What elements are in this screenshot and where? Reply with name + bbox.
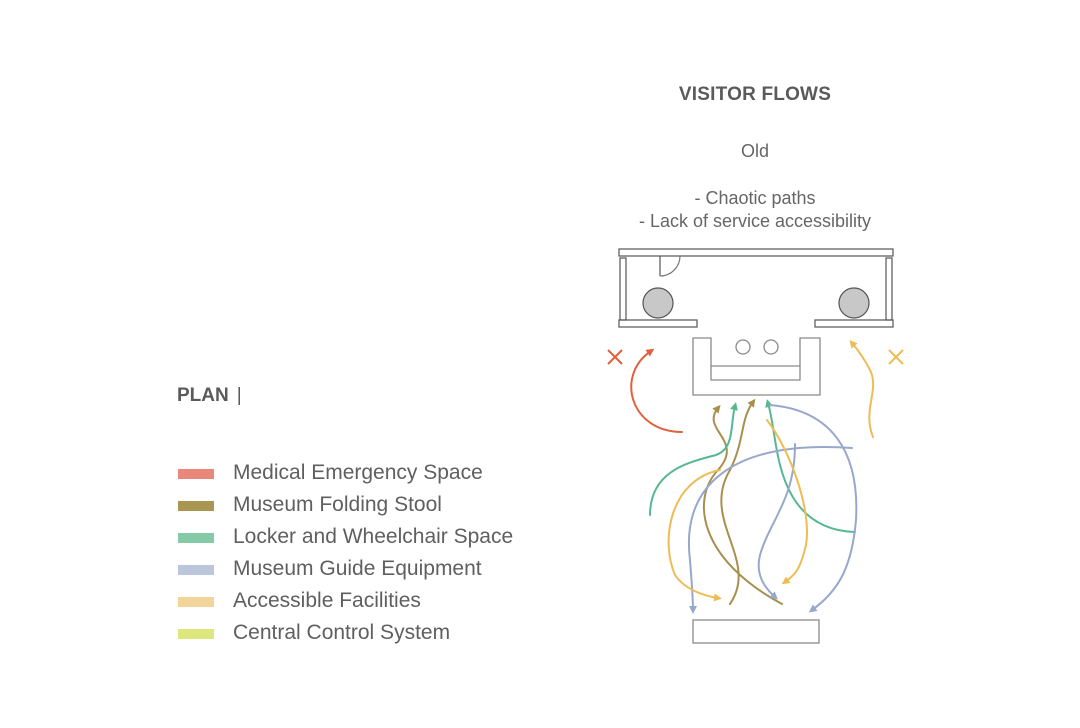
bottom-wall-right — [814, 319, 894, 328]
legend-swatch — [178, 597, 214, 607]
blocked-x-red — [607, 349, 623, 365]
plan-heading: PLAN | — [177, 385, 242, 407]
left-wall — [619, 257, 627, 321]
desk-inner — [710, 366, 801, 381]
legend-swatch — [178, 501, 214, 511]
top-wall — [618, 248, 894, 257]
legend-swatch — [178, 469, 214, 479]
plan-separator: | — [236, 385, 242, 406]
bottom-bench — [692, 619, 820, 644]
desk-outline — [692, 337, 821, 396]
legend-label: Central Control System — [233, 621, 451, 644]
note-line: - Chaotic paths — [694, 188, 816, 208]
diagram-title: VISITOR FLOWS — [678, 84, 832, 105]
diagram-notes: - Chaotic paths - Lack of service access… — [0, 187, 1080, 233]
flow-path-yellow — [667, 469, 722, 602]
flow-path-olive — [703, 404, 783, 605]
diagram-subtitle: Old — [740, 141, 769, 161]
legend-label: Museum Folding Stool — [233, 493, 442, 516]
flow-path-green — [765, 399, 856, 533]
blocked-x-yellow — [888, 349, 904, 365]
pillar-right — [838, 287, 870, 319]
desk-stool — [763, 339, 779, 355]
flow-path-blue — [757, 443, 796, 600]
note-line: - Lack of service accessibility — [638, 211, 872, 231]
flow-path-yellow — [849, 339, 875, 438]
bottom-wall-left — [618, 319, 698, 328]
legend-label: Accessible Facilities — [233, 589, 421, 612]
legend-label: Locker and Wheelchair Space — [233, 525, 514, 548]
flow-path-olive — [720, 398, 756, 605]
legend-label: Medical Emergency Space — [233, 461, 483, 484]
flow-path-red — [630, 348, 683, 433]
legend-swatch — [178, 565, 214, 575]
legend-label: Museum Guide Equipment — [233, 557, 482, 580]
pillar-left — [642, 287, 674, 319]
desk-stool — [735, 339, 751, 355]
legend-swatch — [178, 533, 214, 543]
plan-label: PLAN — [177, 385, 229, 406]
right-wall — [885, 257, 893, 321]
building-outline — [618, 248, 894, 328]
flow-path-green — [649, 402, 738, 516]
door-swing — [659, 255, 681, 277]
flow-path-yellow — [766, 419, 808, 585]
reception-desk — [692, 337, 821, 396]
legend-swatch — [178, 629, 214, 639]
flow-path-blue — [769, 404, 858, 613]
